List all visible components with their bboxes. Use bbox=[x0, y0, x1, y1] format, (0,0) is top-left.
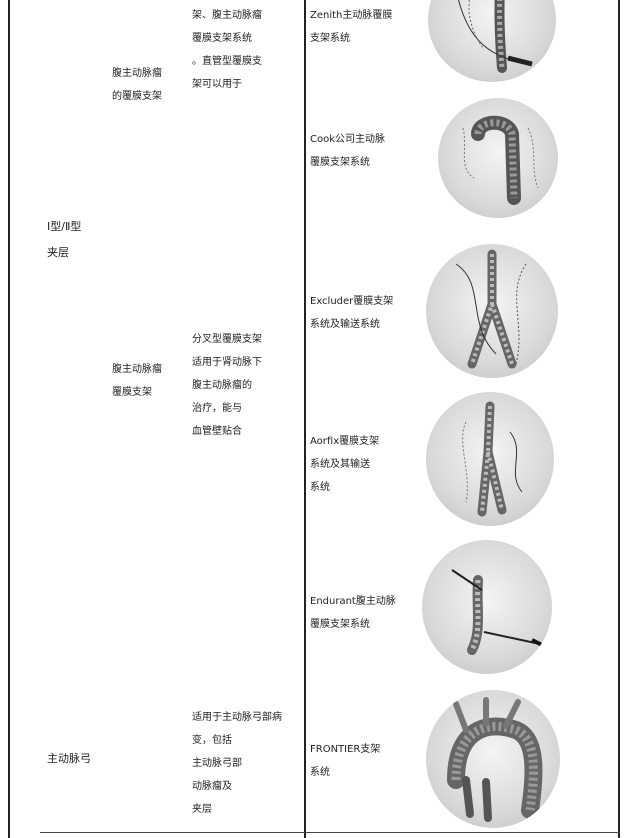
table-bottom-rule bbox=[40, 832, 620, 833]
aortic-arch-stent-figure bbox=[428, 0, 556, 82]
table-left-border bbox=[8, 0, 10, 838]
description-1: 架、腹主动脉瘤 覆膜支架系统 。直管型覆膜支 架可以用于 bbox=[192, 10, 262, 90]
aortic-arch-graft-figure bbox=[438, 98, 558, 218]
bifurcated-graft-figure bbox=[426, 392, 554, 526]
product-name-1: Zenith主动脉覆膜 支架系统 bbox=[310, 10, 393, 44]
product-name-5: Endurant腹主动脉 覆膜支架系统 bbox=[310, 596, 396, 630]
category-type-1-2: Ⅰ型/Ⅱ型 夹层 bbox=[47, 220, 82, 259]
product-name-6: FRONTIER支架 系统 bbox=[310, 744, 381, 778]
bifurcated-stent-figure bbox=[426, 244, 558, 378]
table-right-border bbox=[618, 0, 620, 838]
table-column-divider bbox=[304, 0, 306, 838]
product-name-2: Cook公司主动脉 覆膜支架系统 bbox=[310, 134, 386, 168]
product-name-3: Excluder覆膜支架 系统及输送系统 bbox=[310, 296, 394, 330]
category-aortic-arch: 主动脉弓 bbox=[47, 752, 91, 765]
description-3: 适用于主动脉弓部病 变，包括 主动脉弓部 动脉瘤及 夹层 bbox=[192, 712, 282, 815]
aortic-graft-delivery-figure bbox=[422, 540, 552, 674]
aortic-arch-branch-figure bbox=[426, 690, 560, 828]
subcategory-2: 腹主动脉瘤 覆膜支架 bbox=[112, 364, 162, 398]
subcategory-1: 腹主动脉瘤 的覆膜支架 bbox=[112, 68, 162, 102]
product-name-4: Aorfix覆膜支架 系统及其输送 系统 bbox=[310, 436, 380, 493]
description-2: 分叉型覆膜支架 适用于肾动脉下 腹主动脉瘤的 治疗，能与 血管壁贴合 bbox=[192, 334, 262, 437]
